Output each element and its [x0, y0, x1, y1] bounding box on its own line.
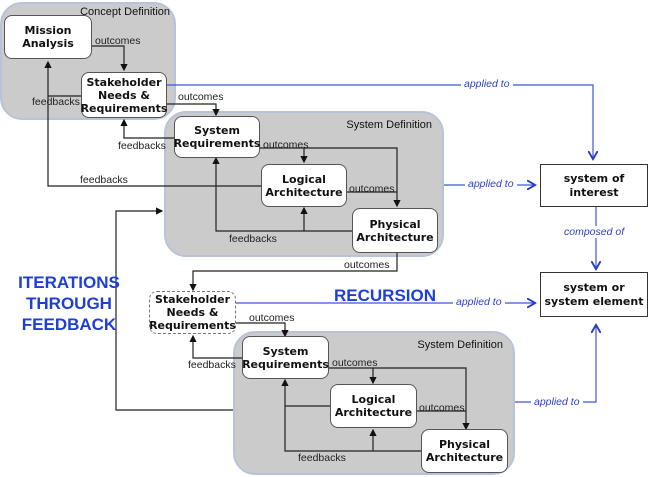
label-outcomes-logical-bottom: outcomes: [419, 402, 465, 414]
physical-architecture-node-top[interactable]: Physical Architecture: [352, 208, 438, 253]
label-composed-of: composed of: [561, 226, 628, 238]
mission-analysis-node[interactable]: Mission Analysis: [4, 15, 92, 59]
edge-applied-top: [166, 84, 593, 158]
edge-mission-to-stakeholder: [92, 45, 128, 72]
edge-sysreq-bottom-to-logical: [328, 367, 377, 385]
label-outcomes-sysreq-bottom: outcomes: [332, 357, 378, 369]
system-of-interest-box[interactable]: system of interest: [540, 164, 648, 207]
label-outcomes-sysreq-top: outcomes: [263, 139, 309, 151]
edge-feedback-sysreq-to-stakeholder: [120, 118, 174, 139]
label-applied-to-mid: applied to: [465, 178, 517, 190]
label-outcomes-physical-top: outcomes: [344, 259, 390, 271]
logical-architecture-node-top[interactable]: Logical Architecture: [261, 164, 347, 207]
concept-definition-title: Concept Definition: [80, 6, 170, 18]
label-feedbacks-stakeholder-bottom: feedbacks: [188, 359, 236, 371]
label-outcomes-logical-top: outcomes: [349, 183, 395, 195]
edge-feedback-physical-bottom-to-sysreq: [281, 378, 421, 452]
edge-iteration-loop: [115, 207, 233, 411]
label-feedbacks-stakeholder: feedbacks: [118, 140, 166, 152]
label-applied-to-top: applied to: [461, 78, 513, 90]
edge-applied-bottom: [515, 326, 596, 403]
edge-sysreq-to-physical: [304, 147, 401, 208]
system-definition-title-top: System Definition: [346, 119, 432, 131]
iterations-through-feedback-annotation: ITERATIONS THROUGH FEEDBACK: [18, 273, 120, 334]
label-outcomes-mission: outcomes: [95, 35, 141, 47]
stakeholder-needs-node-bottom[interactable]: Stakeholder Needs & Requirements: [149, 291, 236, 334]
logical-architecture-node-bottom[interactable]: Logical Architecture: [330, 384, 417, 428]
recursion-annotation: RECURSION: [334, 286, 437, 305]
edge-feedback-physical-to-sysreq: [212, 156, 352, 232]
physical-architecture-node-bottom[interactable]: Physical Architecture: [421, 429, 508, 473]
system-requirements-node-bottom[interactable]: System Requirements: [242, 336, 329, 379]
system-element-box[interactable]: system or system element: [540, 272, 648, 317]
edge-feedback-sysreq-bottom-to-stakeholder: [189, 334, 243, 359]
label-outcomes-stakeholder-bottom: outcomes: [249, 312, 295, 324]
edge-feedback-logical-to-mission: [44, 60, 262, 187]
edge-stakeholder-to-sysreq: [166, 103, 220, 117]
edge-stakeholder-bottom-to-sysreq: [236, 322, 289, 338]
edge-physical-to-stakeholder-bottom: [189, 253, 398, 292]
label-outcomes-stakeholder: outcomes: [178, 91, 224, 103]
system-definition-title-bottom: System Definition: [417, 339, 503, 351]
label-feedbacks-bottom: feedbacks: [298, 452, 346, 464]
label-feedbacks-concept: feedbacks: [32, 96, 80, 108]
label-feedbacks-top: feedbacks: [229, 233, 277, 245]
edge-sysreq-bottom-to-physical: [373, 367, 470, 431]
label-applied-to-recursion: applied to: [453, 296, 505, 308]
system-requirements-node-top[interactable]: System Requirements: [174, 116, 260, 158]
stakeholder-needs-node-top[interactable]: Stakeholder Needs & Requirements: [81, 72, 167, 118]
label-applied-to-bottom: applied to: [531, 396, 583, 408]
label-feedbacks-long: feedbacks: [80, 174, 128, 186]
